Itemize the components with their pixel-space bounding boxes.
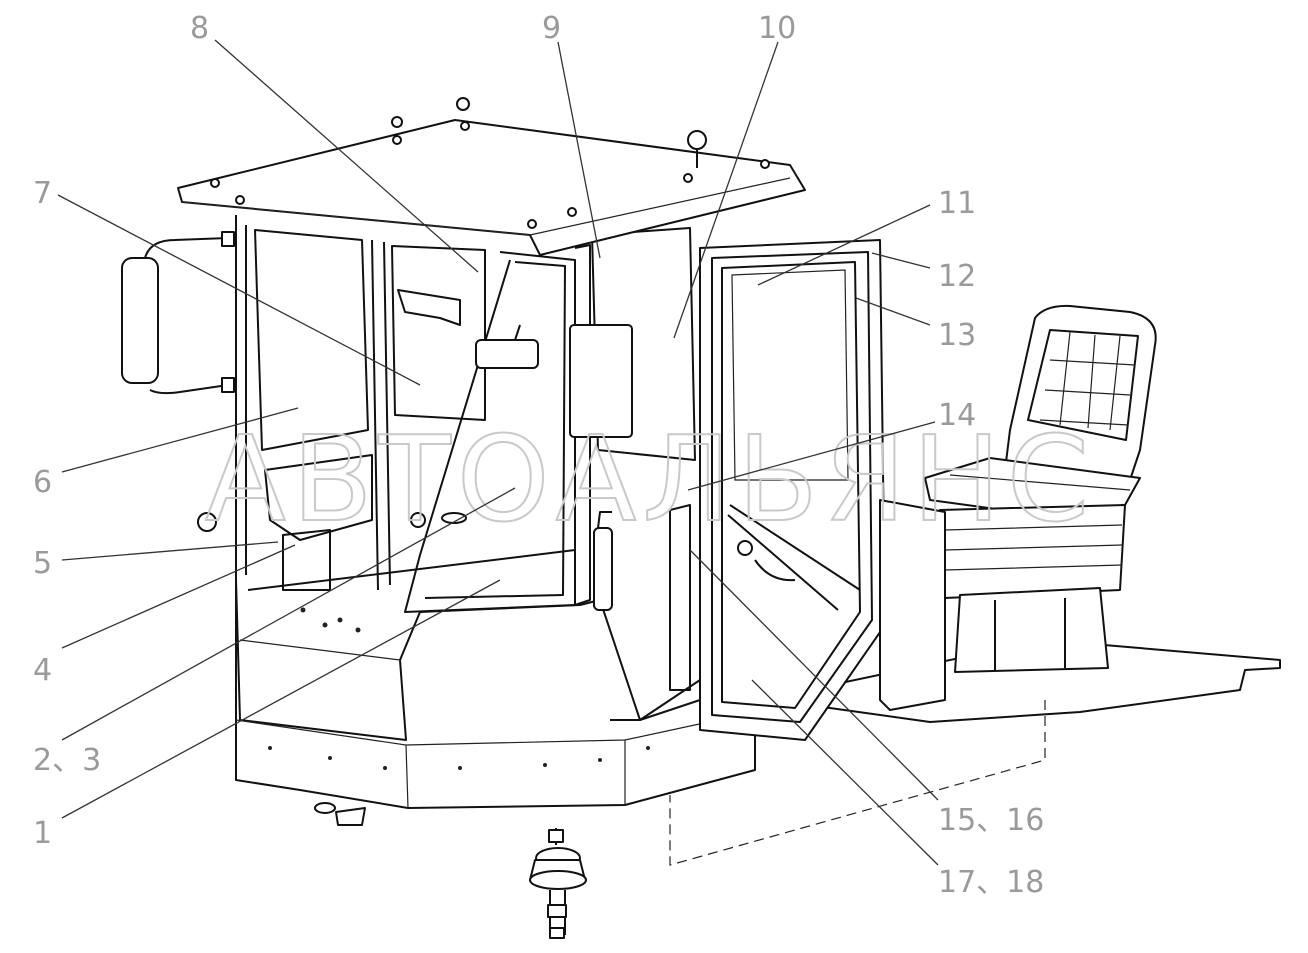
callout-14: 14 [938,398,976,433]
door [699,239,886,741]
side-mirror [121,231,235,395]
callout-2-3: 2、3 [33,743,101,778]
callout-9: 9 [542,11,561,46]
operator-seat [879,304,1157,711]
interior-parts [197,289,691,826]
callout-17-18: 17、18 [938,865,1044,900]
watermark-text: АВТОАЛЬЯНС [205,410,1095,548]
mount-bolt [529,828,587,939]
callout-11: 11 [938,186,976,221]
callout-12: 12 [938,259,976,294]
callout-6: 6 [33,465,52,500]
callout-4: 4 [33,653,52,688]
callout-13: 13 [938,318,976,353]
floor-platform [669,639,1281,866]
callout-1: 1 [33,816,52,851]
leader-lines [57,39,939,866]
callout-7: 7 [33,176,52,211]
callout-8: 8 [190,11,209,46]
callout-5: 5 [33,546,52,581]
callouts: 8 9 10 7 11 12 13 14 6 5 4 2、3 1 15、16 1… [33,11,1044,900]
callout-15-16: 15、16 [938,803,1044,838]
roof [177,97,806,256]
callout-10: 10 [758,11,796,46]
cab-body [235,579,756,809]
